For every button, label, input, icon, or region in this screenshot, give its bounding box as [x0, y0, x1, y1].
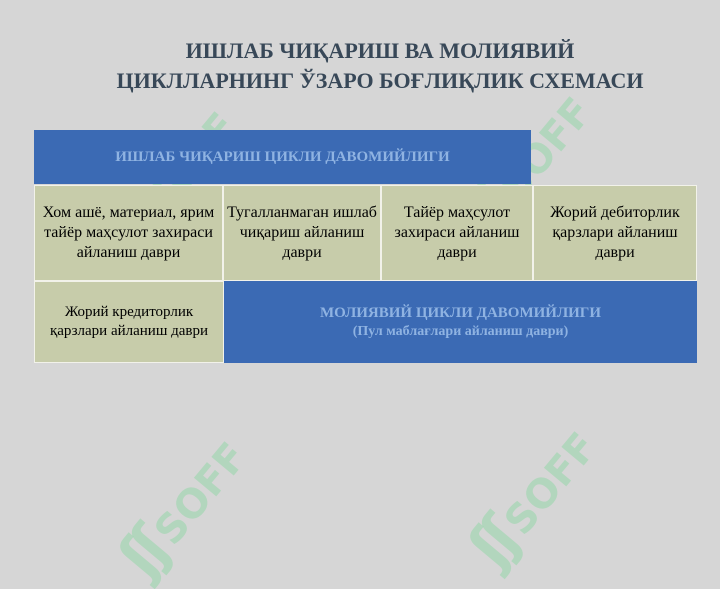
- work-in-progress-turnover-cell: Тугалланмаган ишлаб чиқариш айланиш давр…: [223, 185, 381, 281]
- page-title: ИШЛАБ ЧИҚАРИШ ВА МОЛИЯВИЙ ЦИКЛЛАРНИНГ ЎЗ…: [40, 36, 720, 96]
- production-cycle-header: ИШЛАБ ЧИҚАРИШ ЦИКЛИ ДАВОМИЙЛИГИ: [34, 130, 531, 184]
- financial-cycle-block: МОЛИЯВИЙ ЦИКЛИ ДАВОМИЙЛИГИ (Пул маблағла…: [224, 281, 697, 363]
- payables-turnover-cell: Жорий кредиторлик қарзлари айланиш даври: [34, 281, 224, 363]
- watermark: ʃʃSOFF: [455, 424, 607, 579]
- raw-materials-turnover-cell: Хом ашё, материал, ярим тайёр маҳсулот з…: [34, 185, 223, 281]
- finished-goods-turnover-cell: Тайёр маҳсулот захираси айланиш даври: [381, 185, 533, 281]
- financial-cycle-header: МОЛИЯВИЙ ЦИКЛИ ДАВОМИЙЛИГИ: [319, 305, 602, 321]
- soff-logo-icon: ʃʃ: [105, 517, 181, 589]
- financial-cycle-subheader: (Пул маблағлари айланиш даври): [352, 324, 569, 339]
- page-title-line-2: ЦИКЛЛАРНИНГ ЎЗАРО БОҒЛИҚЛИК СХЕМАСИ: [116, 68, 644, 93]
- soff-logo-icon: ʃʃ: [455, 507, 531, 579]
- watermark: ʃʃSOFF: [105, 434, 257, 589]
- receivables-turnover-cell: Жорий дебиторлик қарзлари айланиш даври: [533, 185, 697, 281]
- page-title-line-1: ИШЛАБ ЧИҚАРИШ ВА МОЛИЯВИЙ: [185, 38, 575, 63]
